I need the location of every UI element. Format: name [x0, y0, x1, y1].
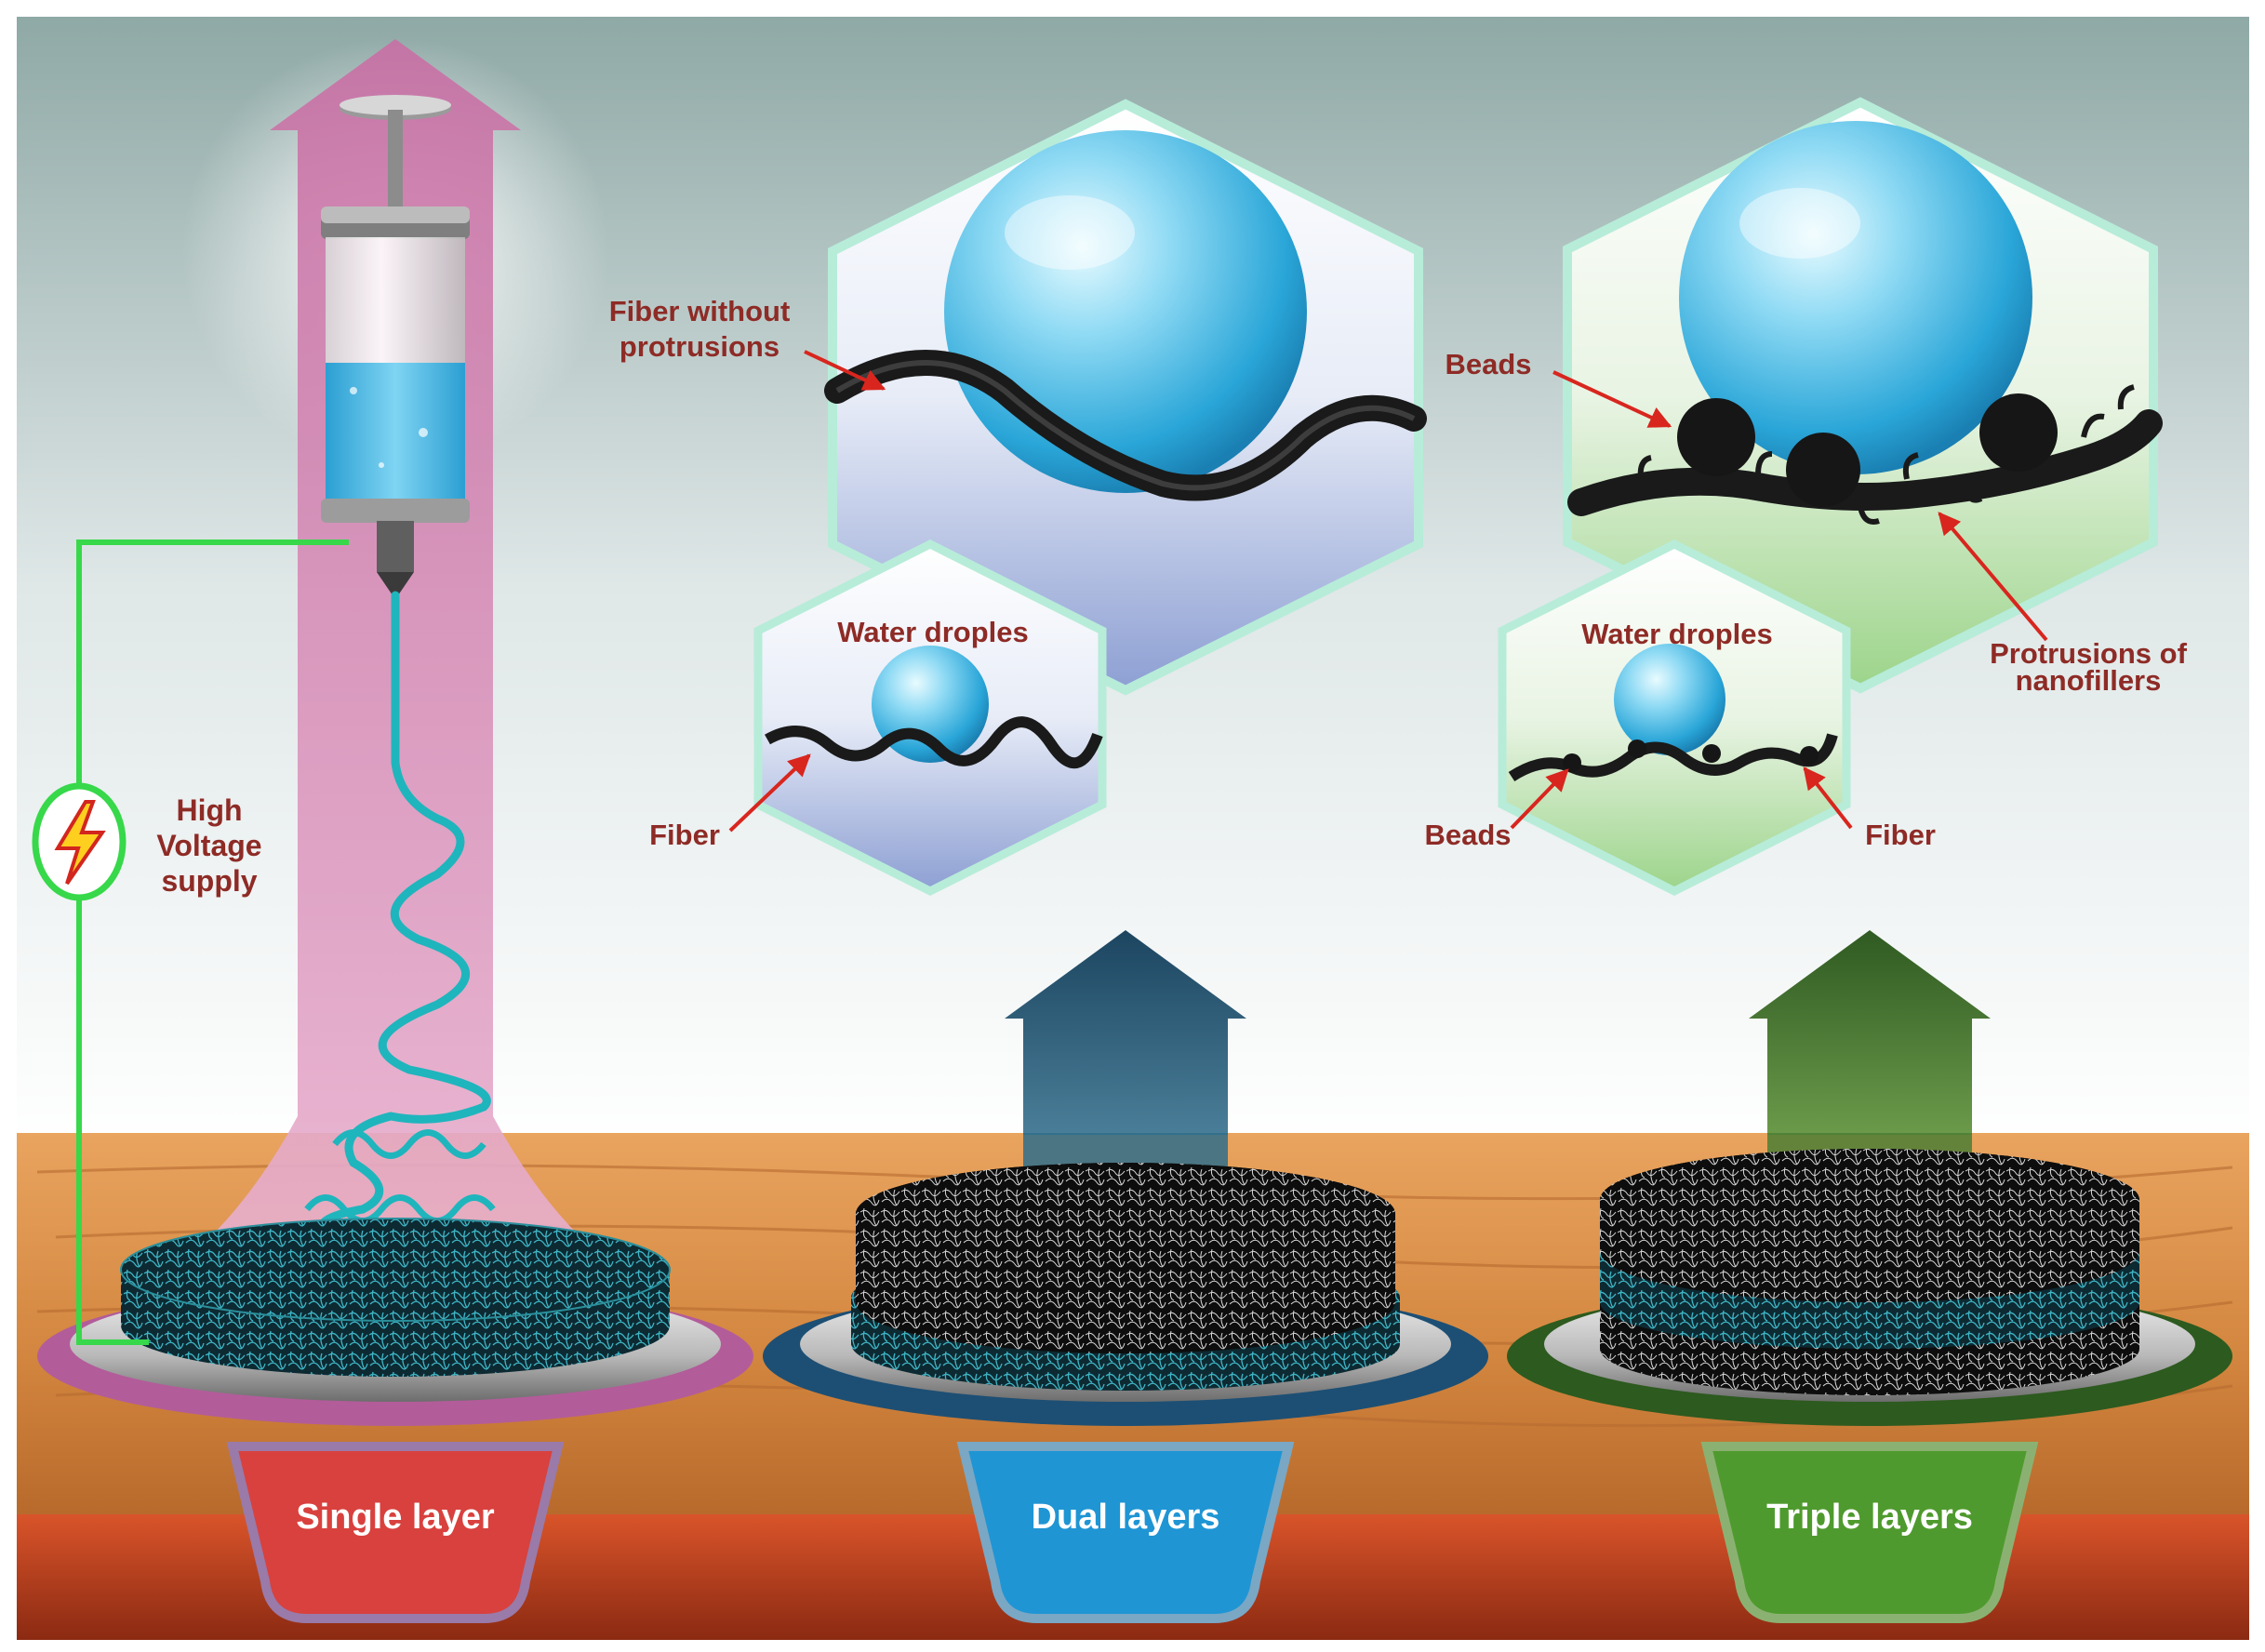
pointer-protrusions: [1938, 512, 2048, 642]
water-droplet-large-triple: [1679, 121, 2032, 474]
fiber-label-right: Fiber: [1865, 819, 1936, 851]
high-voltage-label-line1: High: [176, 793, 242, 827]
protrusions-label-line2: nanofillers: [2016, 664, 2162, 697]
dual-top-layer-surface: [856, 1163, 1395, 1265]
water-droples-label-right: Water droples: [1581, 618, 1773, 650]
triple-large-hexagon: [1563, 97, 2163, 694]
pointer-fiber-right: [1803, 766, 1853, 830]
pointer-beads-bottom: [1510, 768, 1569, 830]
bead: [1979, 393, 2058, 472]
triple-top-layer-surface: [1600, 1149, 2139, 1251]
bead: [1677, 398, 1755, 476]
power-supply: [32, 782, 127, 901]
water-droples-label-left: Water droples: [837, 616, 1029, 648]
pointer-beads-top: [1552, 370, 1672, 428]
triple-layers-tab: [1700, 1442, 2039, 1623]
voltage-wire: [76, 540, 349, 1345]
beads-label-bottom: Beads: [1424, 819, 1511, 851]
fiber-without-protrusions-label-line2: protrusions: [620, 330, 779, 363]
dual-layers-label: Dual layers: [1032, 1498, 1220, 1537]
high-voltage-label-line2: Voltage: [156, 829, 261, 862]
single-layer-label: Single layer: [296, 1498, 495, 1537]
nanofiller-protrusions: [1637, 384, 2135, 525]
triple-layers-arrow: [1749, 930, 1991, 1135]
dual-small-hexagon: [753, 539, 1107, 897]
jet-coils: [304, 1129, 496, 1224]
syringe-icon: [321, 95, 470, 595]
fiber-label-left: Fiber: [649, 819, 720, 851]
fiber-with-protrusions: [1567, 409, 2163, 516]
triple-layers-label: Triple layers: [1766, 1498, 1973, 1537]
triple-small-hexagon: [1498, 539, 1851, 897]
lightning-bolt-icon: [54, 800, 106, 886]
dual-large-hexagon: [824, 99, 1427, 696]
beads-label-top: Beads: [1445, 348, 1531, 380]
single-layer-tab: [226, 1442, 565, 1623]
single-layer-mat-top: [120, 1218, 671, 1322]
protrusions-label-line1: Protrusions of: [1990, 637, 2188, 670]
polymer-jet: [316, 591, 491, 1242]
high-voltage-label-line3: supply: [161, 864, 257, 898]
pointer-fiber-without: [804, 350, 886, 391]
dual-layers-arrow: [1005, 930, 1246, 1135]
pointer-fiber-left: [728, 753, 811, 833]
dual-layers-tab: [956, 1442, 1295, 1623]
bead: [1786, 433, 1860, 507]
water-droplet-small-triple: [1614, 644, 1725, 755]
water-droplet-large: [944, 130, 1307, 493]
fiber-small: [765, 716, 1103, 768]
fiber-without-protrusions-label-line1: Fiber without: [609, 295, 791, 327]
